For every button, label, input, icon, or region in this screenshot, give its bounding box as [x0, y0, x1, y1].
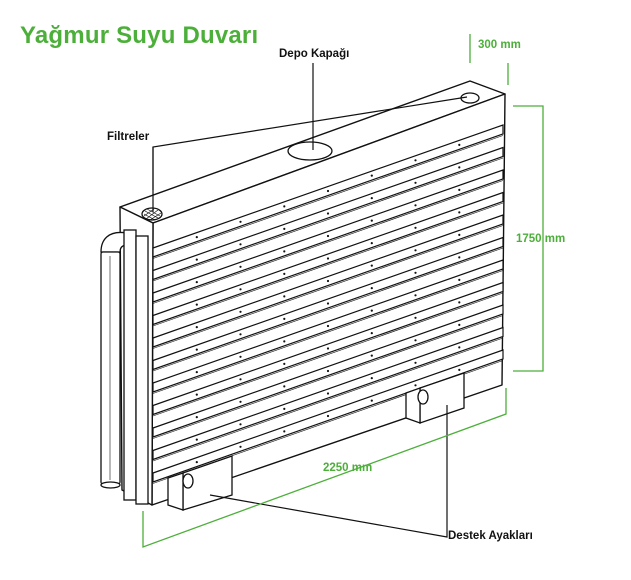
diagram-title: Yağmur Suyu Duvarı — [20, 22, 259, 49]
support-foot-right — [405, 372, 465, 424]
slat — [152, 326, 504, 462]
slat — [152, 169, 504, 304]
dim-label-height: 1750 mm — [516, 233, 566, 245]
leader-support-feet — [209, 405, 448, 538]
dim-height — [513, 105, 544, 372]
slat — [152, 146, 504, 282]
dim-width — [142, 388, 507, 548]
dim-label-depth: 300 mm — [478, 39, 521, 51]
slat — [152, 281, 504, 417]
label-support-feet: Destek Ayakları — [448, 530, 533, 542]
slat — [152, 236, 504, 372]
filter-mesh-icon — [141, 207, 163, 221]
dim-label-width: 2250 mm — [323, 462, 373, 474]
leader-lines — [152, 63, 468, 538]
slat — [152, 214, 504, 349]
slat — [152, 304, 504, 439]
slat — [152, 259, 504, 394]
label-tank-lid: Depo Kapağı — [279, 48, 350, 60]
slats — [152, 124, 504, 484]
tank-lid-circle — [287, 141, 333, 161]
dim-depth — [469, 34, 509, 85]
downpipe — [100, 229, 149, 505]
slat — [152, 191, 504, 327]
dimension-lines — [142, 34, 544, 548]
label-filters: Filtreler — [107, 131, 150, 143]
slat — [152, 124, 504, 259]
pipe-vertical — [100, 251, 121, 485]
